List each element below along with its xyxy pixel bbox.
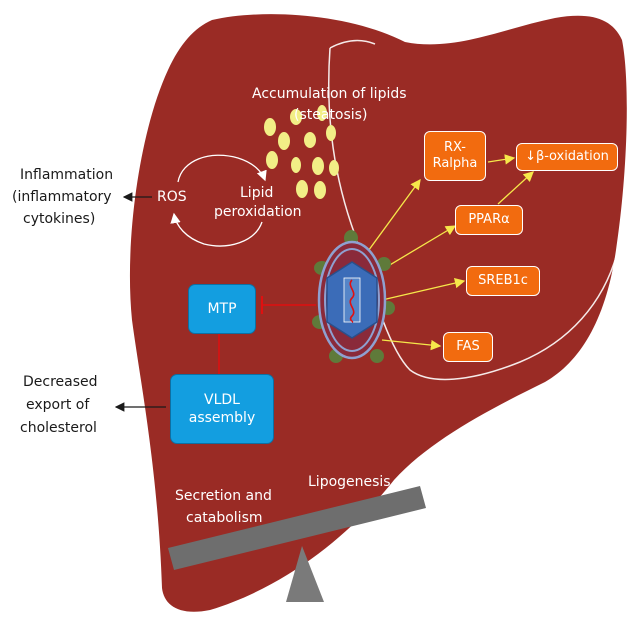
- seesaw: [168, 486, 426, 602]
- lobe-outline-2: [329, 39, 376, 49]
- ros-cycle-arrow-top: [177, 154, 267, 183]
- label-ros: ROS: [157, 189, 187, 205]
- label-inflammatory: (inflammatory: [12, 189, 112, 205]
- mtp-box: MTP: [188, 284, 256, 334]
- vldl-box: VLDL assembly: [170, 374, 274, 444]
- lipid-droplets: [264, 105, 339, 199]
- label-decreased: Decreased: [23, 374, 98, 390]
- label-catabolism: catabolism: [186, 510, 263, 526]
- vldl-line2: assembly: [188, 410, 256, 426]
- label-accumulation: Accumulation of lipids: [252, 86, 407, 102]
- rxralpha-box: RX- Ralpha: [424, 131, 486, 181]
- rxralpha-line2: Ralpha: [432, 156, 478, 171]
- seesaw-fulcrum: [286, 546, 324, 602]
- vldl-line1: VLDL: [204, 391, 240, 408]
- seesaw-beam: [168, 486, 426, 570]
- ros-cycle-arrow-bottom: [170, 212, 263, 247]
- label-lipid: Lipid: [240, 185, 274, 201]
- label-secretion-and: Secretion and: [175, 488, 272, 504]
- rxralpha-line1: RX-: [444, 140, 466, 156]
- virus-particle: [312, 230, 395, 363]
- label-cholesterol: cholesterol: [20, 420, 97, 436]
- label-steatosis: (steatosis): [294, 107, 368, 123]
- ppar-box: PPARα: [455, 205, 523, 235]
- label-peroxidation: peroxidation: [214, 204, 302, 220]
- label-cytokines: cytokines): [23, 211, 96, 227]
- sreb1c-box: SREB1c: [466, 266, 540, 296]
- label-export-of: export of: [26, 397, 90, 413]
- label-lipogenesis: Lipogenesis: [308, 474, 391, 490]
- label-inflammation: Inflammation: [20, 167, 114, 183]
- fas-box: FAS: [443, 332, 493, 362]
- beta-oxidation-box: ↓β-oxidation: [516, 143, 618, 171]
